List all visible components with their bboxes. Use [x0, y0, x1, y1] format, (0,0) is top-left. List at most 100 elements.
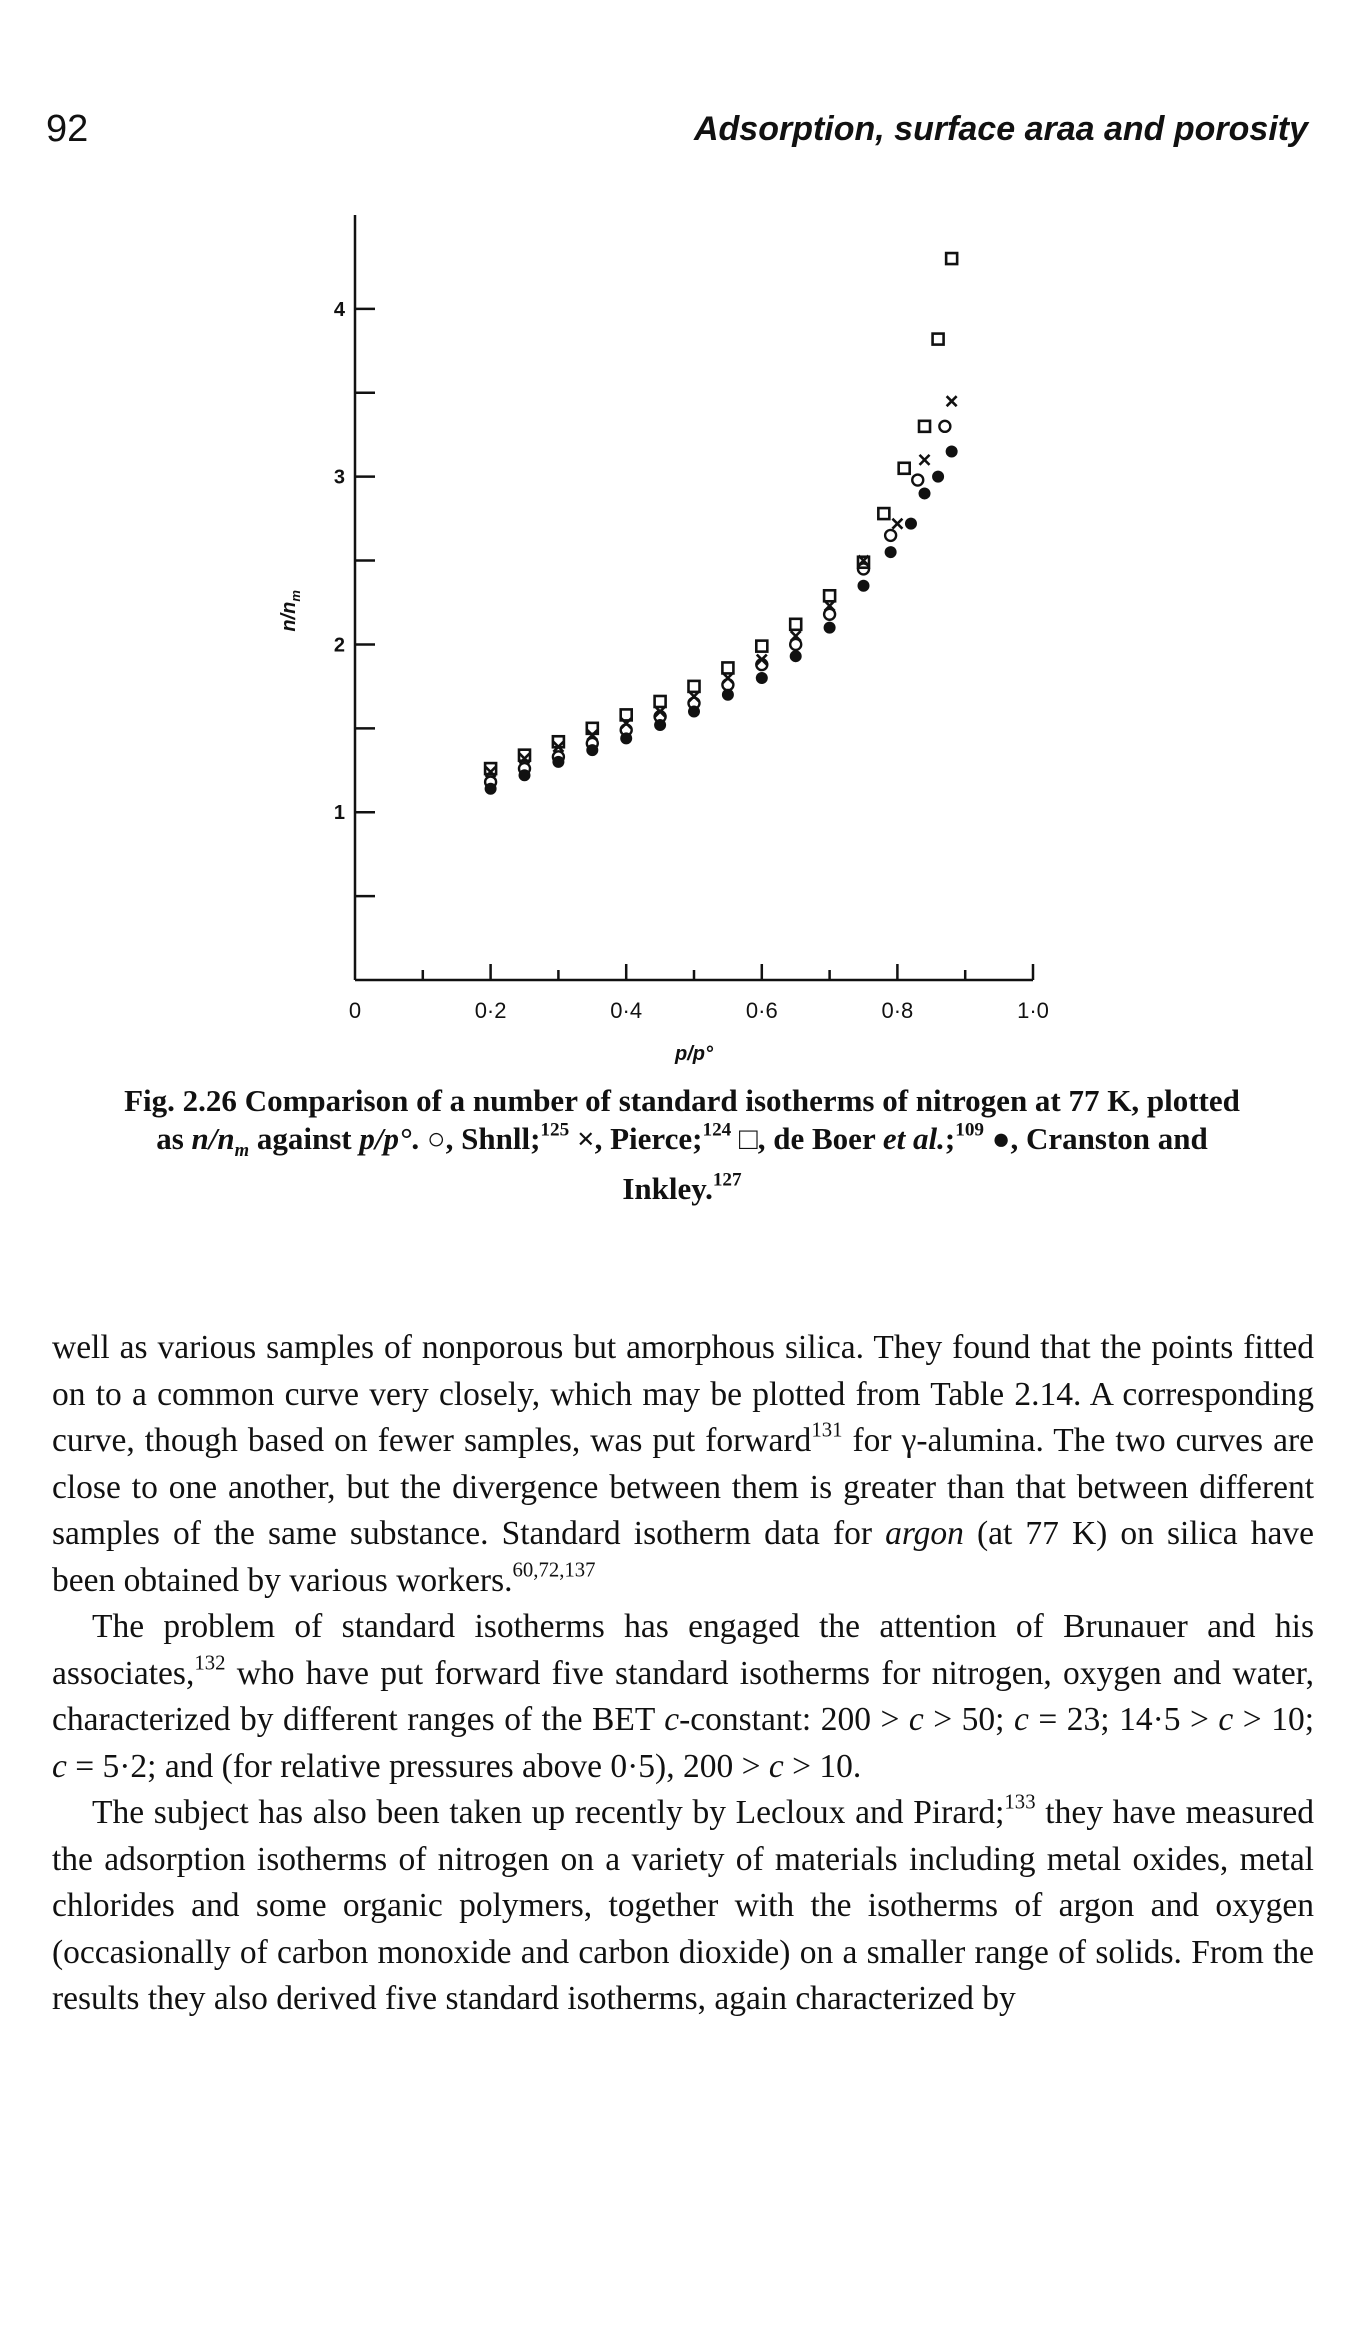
y-tick-label: 2 — [334, 634, 345, 656]
point-shnll — [789, 637, 803, 652]
text-run: they have measured the adsorption isothe… — [52, 1794, 1314, 2017]
point-cranston-inkley — [904, 517, 917, 530]
point-cranston-inkley — [918, 487, 931, 500]
body-text: well as various samples of nonporous but… — [52, 1325, 1314, 2023]
text-run: The subject has also been taken up recen… — [92, 1794, 1005, 1831]
point-shnll — [911, 473, 925, 487]
text-run: for γ-alumina. The two curves are close … — [52, 1422, 1314, 1552]
point-de-boer — [822, 588, 837, 603]
caption-text: against — [249, 1121, 360, 1156]
point-de-boer — [585, 721, 600, 736]
point-pierce-stroke — [918, 453, 931, 466]
point-cranston-inkley — [688, 705, 700, 718]
x-axis-label: p/p° — [674, 1043, 714, 1065]
point-pierce — [918, 453, 931, 466]
point-de-boer — [788, 617, 803, 632]
caption-text: □, de Boer — [731, 1121, 883, 1156]
point-pierce — [755, 653, 768, 666]
citation: 132 — [194, 1650, 226, 1674]
point-de-boer — [754, 639, 769, 653]
point-cranston-inkley — [620, 732, 633, 745]
point-cranston-inkley — [484, 782, 497, 795]
text-run: > 50; — [923, 1701, 1014, 1738]
page-number: 92 — [46, 108, 89, 150]
point-de-boer — [856, 555, 871, 570]
point-de-boer — [944, 251, 959, 266]
text-run: > 10. — [783, 1747, 862, 1785]
citation: 133 — [1004, 1790, 1036, 1814]
citation: 131 — [811, 1418, 843, 1442]
caption-text: ●, Cranston and Inkley. — [622, 1121, 1208, 1207]
point-cranston-inkley — [823, 621, 836, 634]
point-cranston-inkley — [721, 688, 734, 701]
y-axis-label: n/nm — [280, 590, 303, 632]
point-cranston-inkley — [932, 470, 945, 483]
caption-text: ; — [944, 1121, 956, 1156]
point-de-boer — [897, 461, 911, 476]
point-de-boer — [517, 748, 532, 762]
caption-etal: et al. — [882, 1121, 945, 1156]
x-tick-label: 1·0 — [1017, 998, 1049, 1023]
point-cranston-inkley — [857, 579, 870, 592]
point-de-boer — [653, 694, 667, 709]
paragraph: well as various samples of nonporous but… — [52, 1325, 1314, 1604]
point-pierce-stroke — [755, 653, 768, 666]
text-run: who have put forward five standard isoth… — [52, 1654, 1314, 1739]
text-run: -constant: 200 > — [679, 1701, 909, 1738]
running-title: Adsorption, surface araa and porosity — [693, 110, 1308, 148]
y-tick-label: 3 — [334, 467, 345, 489]
x-tick-label: 0·4 — [610, 998, 642, 1023]
point-de-boer — [619, 708, 634, 722]
text-run-italic: argon — [885, 1515, 964, 1552]
text-run-italic: c — [1218, 1701, 1234, 1738]
paragraph: The subject has also been taken up recen… — [52, 1790, 1314, 2023]
point-de-boer — [687, 679, 701, 694]
caption-ref: 127 — [712, 1169, 742, 1191]
point-cranston-inkley — [945, 445, 958, 458]
y-tick-label: 4 — [334, 299, 346, 321]
x-tick-label: 0 — [349, 998, 361, 1023]
point-cranston-inkley — [518, 769, 531, 782]
point-cranston-inkley — [789, 650, 802, 663]
x-tick-label: 0·8 — [882, 998, 914, 1023]
point-de-boer — [551, 734, 566, 749]
point-pierce — [789, 630, 802, 642]
text-run: = 23; 14·5 > — [1028, 1701, 1219, 1738]
caption-ref: 124 — [702, 1119, 732, 1141]
caption-text: . ○, Shnll; — [411, 1121, 541, 1156]
caption-ref: 125 — [540, 1119, 570, 1141]
point-shnll — [822, 607, 837, 621]
caption-text: ×, Pierce; — [569, 1121, 703, 1156]
text-run-italic: c — [1013, 1701, 1029, 1738]
text-run: The problem of standard isotherms has en… — [52, 1608, 1314, 1692]
point-cranston-inkley — [755, 672, 768, 684]
point-de-boer — [917, 419, 932, 434]
point-de-boer — [721, 661, 735, 675]
paragraph: The problem of standard isotherms has en… — [52, 1604, 1314, 1790]
x-tick-label: 0·6 — [746, 998, 778, 1023]
text-run: = 5·2; and (for relative pressures above… — [66, 1747, 769, 1785]
point-pierce — [891, 517, 904, 530]
caption-nnm: n/n — [191, 1121, 235, 1156]
caption-nnm-sub: m — [234, 1140, 250, 1162]
text-run: well as various samples of nonporous but… — [52, 1329, 1314, 1459]
figure-caption: Fig. 2.26 Comparison of a number of stan… — [110, 1082, 1254, 1208]
point-de-boer — [877, 506, 891, 521]
point-pierce-stroke — [789, 630, 802, 642]
text-run: > 10; — [1233, 1701, 1315, 1738]
point-pierce-stroke — [891, 517, 904, 530]
caption-ppo: p/p° — [359, 1121, 412, 1156]
x-tick-label: 0·2 — [475, 998, 507, 1023]
point-cranston-inkley — [552, 755, 565, 768]
point-cranston-inkley — [586, 744, 599, 757]
caption-label: Fig. 2.26 — [124, 1083, 237, 1118]
chart-marks — [483, 251, 959, 795]
chart-axes — [353, 215, 1035, 982]
point-de-boer — [931, 332, 945, 346]
citation: 60,72,137 — [512, 1557, 596, 1581]
point-shnll — [938, 419, 952, 434]
caption-text: Comparison of a number of standard isoth… — [156, 1083, 1240, 1156]
caption-ref: 109 — [955, 1119, 985, 1141]
point-cranston-inkley — [884, 546, 897, 559]
